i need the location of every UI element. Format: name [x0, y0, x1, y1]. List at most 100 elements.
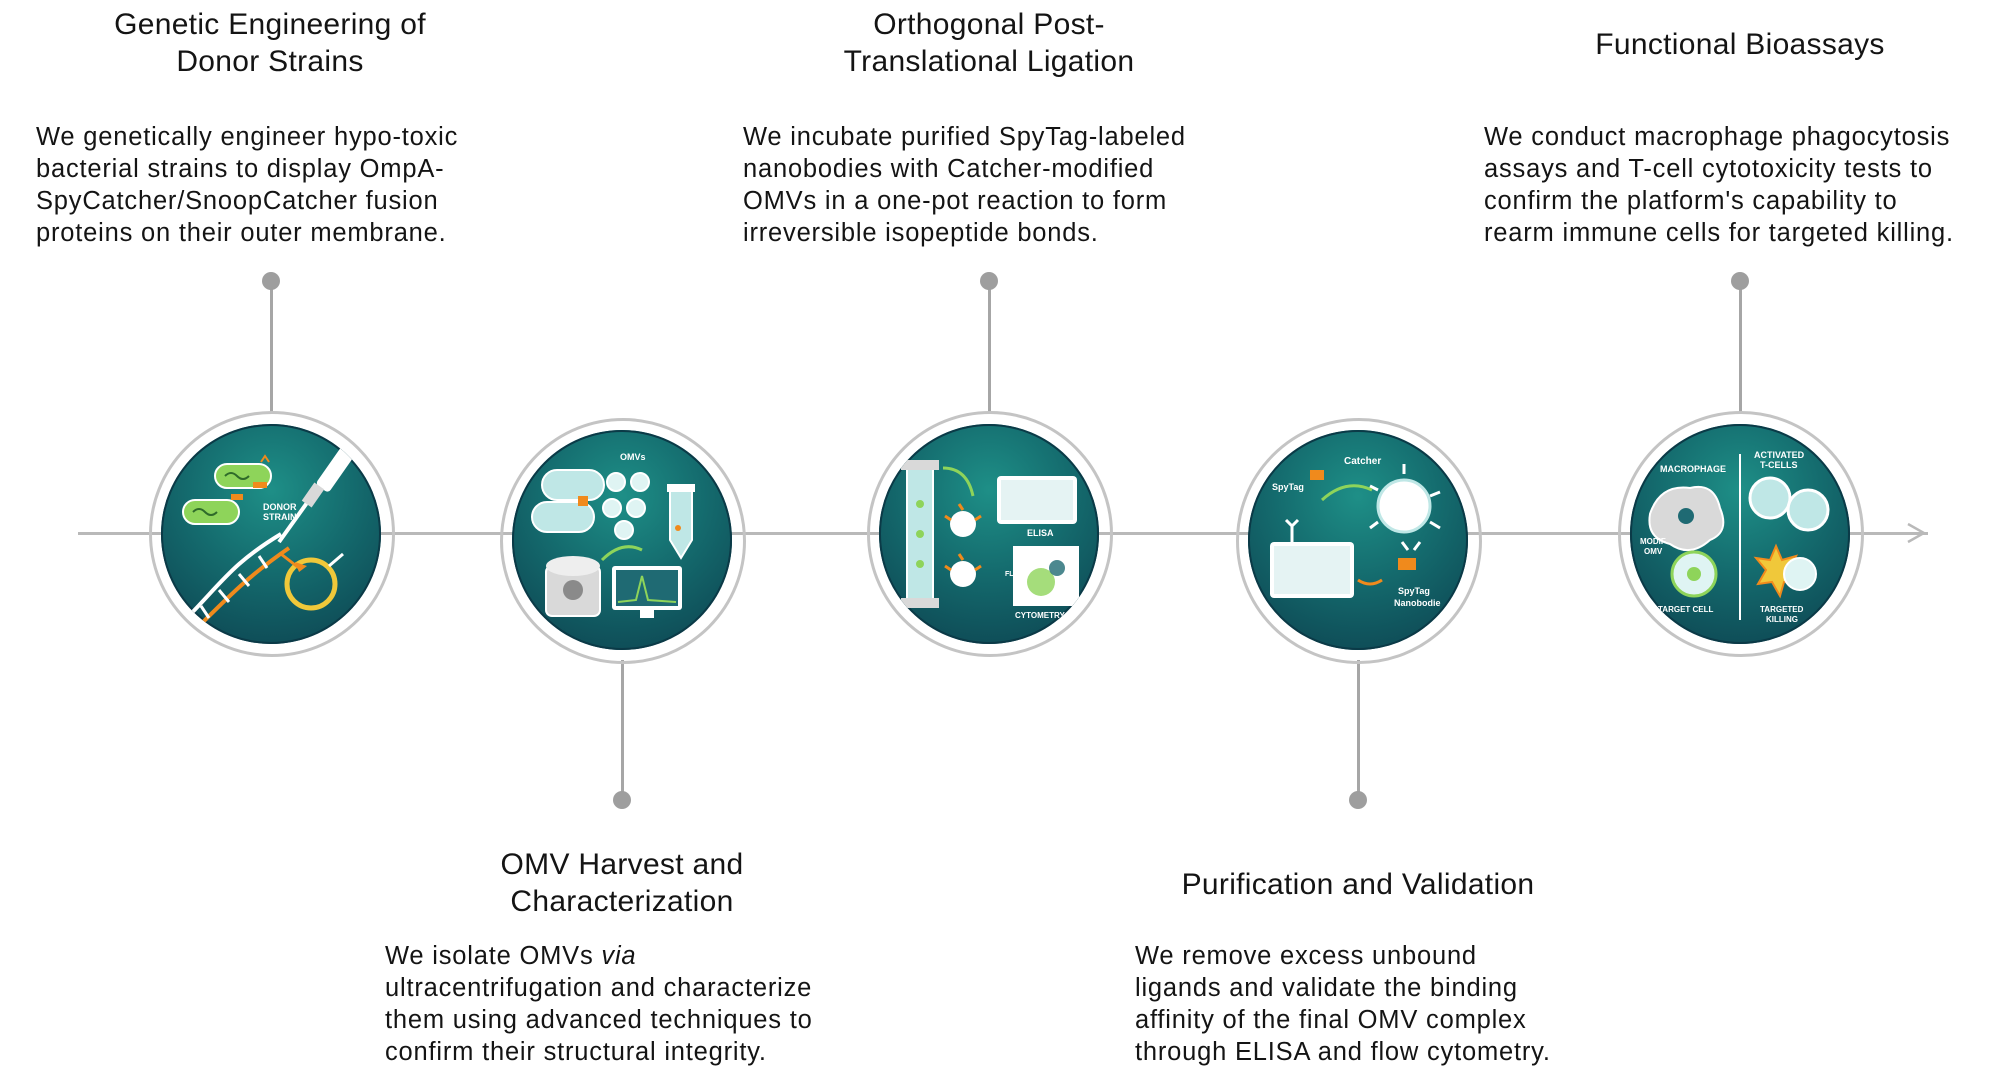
- step-3-description: We incubate purified SpyTag-labeled nano…: [743, 121, 1186, 249]
- icon-label: Nanobodie: [1394, 598, 1441, 608]
- purification-icon: Catcher SpyTag SpyTag Nanobodie: [1248, 430, 1468, 650]
- step-1-desc-line: proteins on their outer membrane.: [36, 219, 447, 247]
- step-2-title: OMV Harvest and Characterization: [392, 846, 852, 920]
- step-2-desc-line: them using advanced techniques to: [385, 1006, 813, 1034]
- icon-label: OMVs: [620, 452, 646, 462]
- step-4-title-line: Purification and Validation: [1181, 868, 1535, 901]
- icon-label: ACTIVATED: [1754, 450, 1805, 460]
- elisa-plate-icon: [997, 476, 1077, 524]
- step-4-description: We remove excess unbound ligands and val…: [1135, 940, 1551, 1068]
- step-5-desc-line: confirm the platform's capability to: [1484, 187, 1898, 215]
- step-1-desc-line: bacterial strains to display OmpA-: [36, 155, 445, 183]
- step-4-title: Purification and Validation: [1108, 866, 1608, 903]
- t-cells-icon: [1748, 476, 1830, 532]
- icon-label: SpyTag: [1272, 482, 1304, 492]
- flow-arrow-icon: [600, 545, 643, 562]
- step-4-desc-line: ligands and validate the binding: [1135, 974, 1518, 1002]
- step-2-desc-line: confirm their structural integrity.: [385, 1038, 767, 1066]
- icon-label: STRAIN: [263, 512, 297, 522]
- step-2-desc-line: We isolate OMVs via: [385, 940, 813, 972]
- step-3-desc-line: irreversible isopeptide bonds.: [743, 219, 1099, 247]
- step-1-desc-line: We genetically engineer hypo-toxic: [36, 123, 459, 151]
- step-2-desc-emphasis: via: [601, 942, 637, 970]
- omv-particle-icon: [1369, 464, 1441, 534]
- icon-label: OMV: [1644, 547, 1663, 556]
- icon-label: T-CELLS: [1760, 460, 1798, 470]
- omv-vesicles-icon: [944, 503, 982, 587]
- step-5-title-line: Functional Bioassays: [1595, 28, 1885, 61]
- step-5-desc-line: We conduct macrophage phagocytosis: [1484, 123, 1951, 151]
- step-4-desc-line: through ELISA and flow cytometry.: [1135, 1038, 1551, 1066]
- step-5-desc-line: rearm immune cells for targeted killing.: [1484, 219, 1954, 247]
- icon-label: CYTOMETRY: [1015, 611, 1065, 620]
- connector-step-3: [988, 282, 991, 412]
- connector-step-2: [621, 660, 624, 800]
- flow-arrow-icon: [1320, 484, 1373, 502]
- connector-dot-step-2: [613, 791, 631, 809]
- step-3-desc-line: We incubate purified SpyTag-labeled: [743, 123, 1186, 151]
- tube-icon: [667, 484, 695, 560]
- well-plate-icon: [1270, 518, 1354, 598]
- step-1-desc-line: SpyCatcher/SnoopCatcher fusion: [36, 187, 439, 215]
- targeted-killing-icon: [1753, 543, 1817, 599]
- connector-step-4: [1357, 660, 1360, 800]
- flow-cytometry-plot-icon: [1013, 546, 1079, 606]
- step-3-title-line: Translational Ligation: [843, 45, 1135, 78]
- ring-step-3: [867, 411, 1113, 657]
- centrifuge-icon: [545, 556, 601, 617]
- macrophage-icon: [1648, 486, 1725, 551]
- icon-label: Catcher: [1344, 456, 1381, 467]
- ligation-icon: ELISA FLOW CYTOMETRY: [879, 424, 1099, 644]
- nanobody-icon: [1357, 541, 1422, 586]
- step-3-desc-line: nanobodies with Catcher-modified: [743, 155, 1155, 183]
- step-2-description: We isolate OMVs via ultracentrifugation …: [385, 940, 813, 1068]
- icon-label: MACROPHAGE: [1660, 464, 1726, 474]
- plasmid-icon: [280, 552, 344, 611]
- step-5-title: Functional Bioassays: [1510, 26, 1970, 63]
- bacteria-icon: [182, 454, 272, 525]
- connector-dot-step-5: [1731, 272, 1749, 290]
- flow-arrow-icon: [942, 466, 975, 497]
- step-1-title: Genetic Engineering of Donor Strains: [40, 6, 500, 80]
- step-3-title-line: Orthogonal Post-: [873, 8, 1105, 41]
- omv-harvest-icon: OMVs: [512, 430, 732, 650]
- connector-dot-step-4: [1349, 791, 1367, 809]
- omv-vesicles-icon: [602, 472, 650, 540]
- step-3-title: Orthogonal Post- Translational Ligation: [759, 6, 1219, 80]
- connector-dot-step-1: [262, 272, 280, 290]
- ring-step-2: [500, 418, 746, 664]
- connector-step-1: [270, 282, 273, 412]
- icon-label: FLOW: [1005, 571, 1026, 578]
- dna-helix-icon: [179, 532, 291, 636]
- step-4-desc-line: affinity of the final OMV complex: [1135, 1006, 1527, 1034]
- icon-label: SpyTag: [1398, 586, 1430, 596]
- connector-dot-step-3: [980, 272, 998, 290]
- step-1-title-line: Genetic Engineering of: [114, 8, 426, 41]
- timeline-arrow-icon: [1907, 522, 1926, 544]
- step-2-title-line: OMV Harvest and: [500, 848, 744, 881]
- step-2-title-line: Characterization: [510, 885, 734, 918]
- connector-step-5: [1739, 282, 1742, 412]
- icon-label: KILLING: [1766, 615, 1798, 624]
- ring-step-4: [1236, 418, 1482, 664]
- chromatography-column-icon: [901, 460, 939, 608]
- step-2-desc-text: We isolate OMVs: [385, 942, 602, 970]
- bacteria-icon: [531, 469, 605, 533]
- ring-step-1: [149, 411, 395, 657]
- target-cell-icon: [1670, 550, 1718, 598]
- ring-step-5: [1618, 411, 1864, 657]
- step-2-desc-line: ultracentrifugation and characterize: [385, 974, 813, 1002]
- step-1-description: We genetically engineer hypo-toxic bacte…: [36, 121, 458, 249]
- icon-label: ELISA: [1027, 528, 1054, 538]
- step-5-desc-line: assays and T-cell cytotoxicity tests to: [1484, 155, 1933, 183]
- bioassays-icon: MACROPHAGE ACTIVATED T-CELLS MODIF OMV T…: [1630, 424, 1850, 644]
- monitor-graph-icon: [612, 566, 682, 618]
- genetic-engineering-icon: DONOR STRAIN: [161, 424, 381, 644]
- icon-label: TARGETED: [1760, 605, 1804, 614]
- step-1-title-line: Donor Strains: [176, 45, 364, 78]
- step-4-desc-line: We remove excess unbound: [1135, 942, 1477, 970]
- icon-label: TARGET CELL: [1658, 605, 1714, 614]
- icon-label: MODIF: [1640, 537, 1666, 546]
- icon-label: DONOR: [263, 502, 297, 512]
- spytag-block-icon: [1310, 470, 1324, 480]
